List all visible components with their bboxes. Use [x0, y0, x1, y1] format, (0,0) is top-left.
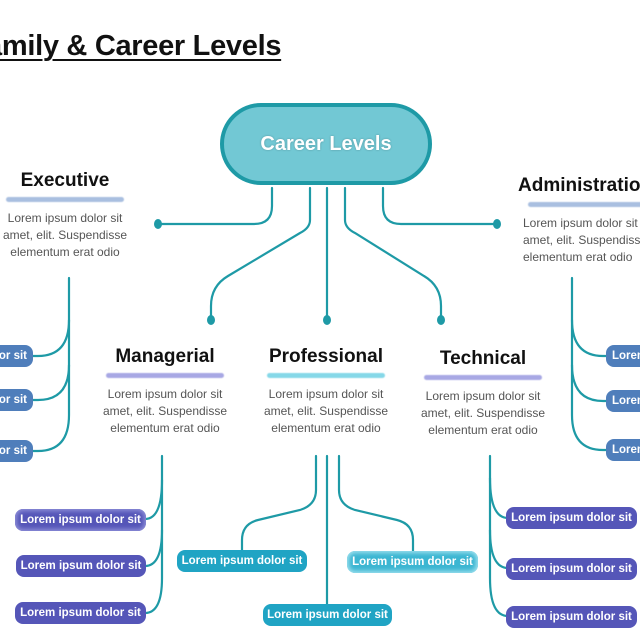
managerial-item[interactable]: Lorem ipsum dolor sit [15, 509, 146, 531]
professional-item[interactable]: Lorem ipsum dolor sit [177, 550, 307, 572]
technical-item[interactable]: Lorem ipsum dolor sit [506, 507, 637, 529]
category-description: Lorem ipsum dolor sit amet, elit. Suspen… [523, 216, 640, 264]
administration-item[interactable]: Lorem ipsum dolor sit [606, 390, 640, 412]
executive-item[interactable]: Lorem ipsum dolor sit [0, 345, 33, 367]
category-managerial: Managerial Lorem ipsum dolor sit amet, e… [95, 346, 235, 437]
category-title: Executive [20, 170, 110, 191]
technical-item[interactable]: Lorem ipsum dolor sit [506, 558, 637, 580]
administration-item[interactable]: Lorem ipsum dolor sit [606, 345, 640, 367]
category-title: Professional [268, 346, 384, 367]
category-underline [106, 373, 224, 378]
category-description: Lorem ipsum dolor sit amet, elit. Suspen… [2, 211, 128, 259]
category-underline [267, 373, 385, 378]
category-underline [528, 202, 640, 207]
professional-item[interactable]: Lorem ipsum dolor sit [347, 551, 478, 573]
category-administration: Administration Lorem ipsum dolor sit ame… [518, 175, 640, 266]
page-title: amily & Career Levels [0, 30, 282, 62]
category-executive: Executive Lorem ipsum dolor sit amet, el… [0, 170, 135, 261]
managerial-item[interactable]: Lorem ipsum dolor sit [16, 555, 146, 577]
technical-item[interactable]: Lorem ipsum dolor sit [506, 606, 637, 628]
category-technical: Technical Lorem ipsum dolor sit amet, el… [413, 348, 553, 439]
category-description: Lorem ipsum dolor sit amet, elit. Suspen… [263, 387, 389, 435]
executive-item[interactable]: Lorem ipsum dolor sit [0, 389, 33, 411]
executive-item[interactable]: Lorem ipsum dolor sit [0, 440, 33, 462]
category-title: Managerial [115, 346, 215, 367]
professional-item[interactable]: Lorem ipsum dolor sit [263, 604, 392, 626]
category-description: Lorem ipsum dolor sit amet, elit. Suspen… [420, 389, 546, 437]
administration-item[interactable]: Lorem ipsum dolor sit [606, 439, 640, 461]
category-professional: Professional Lorem ipsum dolor sit amet,… [256, 346, 396, 437]
category-underline [424, 375, 542, 380]
category-title: Technical [439, 348, 527, 369]
category-description: Lorem ipsum dolor sit amet, elit. Suspen… [102, 387, 228, 435]
career-levels-hub[interactable]: Career Levels [220, 103, 432, 185]
category-underline [6, 197, 124, 202]
category-title: Administration [518, 175, 640, 196]
managerial-item[interactable]: Lorem ipsum dolor sit [15, 602, 146, 624]
